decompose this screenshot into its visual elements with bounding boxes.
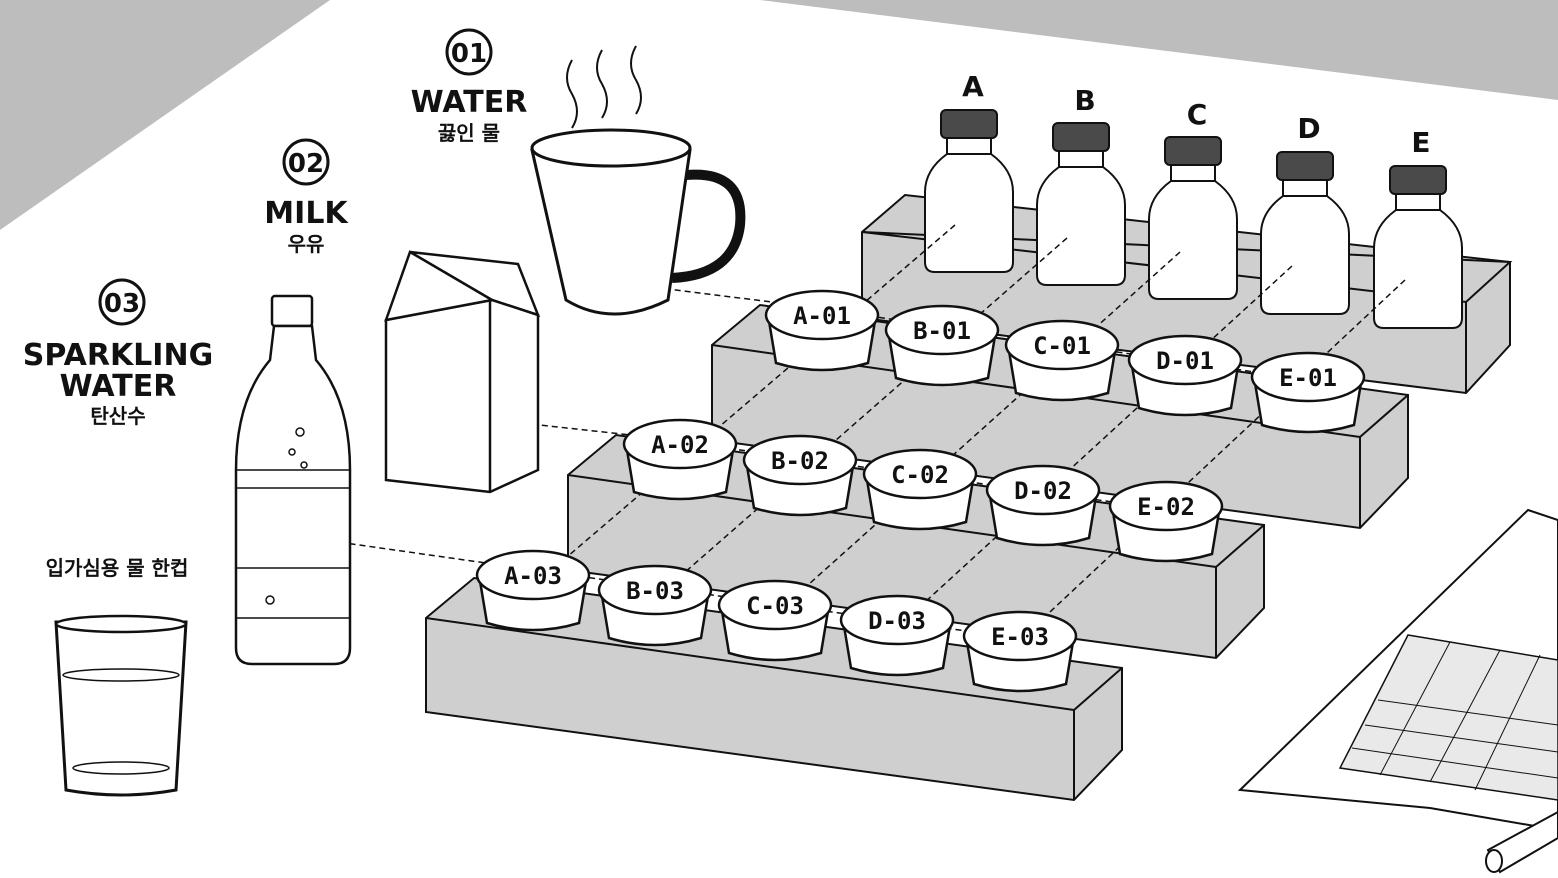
cup-c-03: C-03 [717, 579, 833, 662]
cup-d-02: D-02 [985, 464, 1101, 547]
cup-label: D-01 [1156, 347, 1214, 375]
cup-a-02: A-02 [622, 418, 738, 501]
cup-b-01: B-01 [884, 304, 1000, 387]
bottle-b [1036, 122, 1126, 286]
cup-label: E-02 [1137, 493, 1195, 521]
cup-c-01: C-01 [1004, 319, 1120, 402]
liquid-label-milk: 02 MILK 우유 [264, 138, 349, 256]
hot-water-mug-icon [530, 45, 746, 316]
bottle-a [924, 109, 1014, 273]
cup-label: D-03 [868, 607, 926, 635]
cups-row-2: A-02 B-02 C-02 D-02 E-02 [622, 418, 1224, 563]
bottle-label-d: D [1297, 112, 1320, 145]
cup-label: B-01 [913, 317, 971, 345]
cup-label: B-03 [626, 577, 684, 605]
sparkling-name-ko: 탄산수 [90, 404, 145, 428]
cup-e-03: E-03 [962, 610, 1078, 693]
milk-name-en: MILK [264, 196, 349, 231]
cup-d-03: D-03 [839, 594, 955, 677]
cup-e-01: E-01 [1250, 351, 1366, 434]
milk-name-ko: 우유 [288, 232, 325, 256]
bottle-label-a: A [962, 70, 984, 103]
sparkling-water-bottle-icon [234, 294, 352, 666]
bottle-label-b: B [1074, 84, 1095, 117]
sparkling-number: 03 [104, 289, 140, 319]
cup-b-02: B-02 [742, 434, 858, 517]
cup-e-02: E-02 [1108, 480, 1224, 563]
cup-label: A-01 [793, 302, 851, 330]
liquid-label-water: 01 WATER 끓인 물 [411, 28, 528, 145]
cup-a-03: A-03 [475, 549, 591, 632]
wall-background [760, 0, 1558, 100]
milk-number: 02 [288, 149, 324, 179]
cup-label: C-01 [1033, 332, 1091, 360]
water-number: 01 [451, 39, 487, 69]
cup-label: E-01 [1279, 364, 1337, 392]
water-name-en: WATER [411, 85, 528, 120]
rinse-water-label: 입가심용 물 한컵 [46, 556, 189, 580]
cup-d-01: D-01 [1127, 334, 1243, 417]
bottle-e [1373, 165, 1463, 329]
bottle-label-e: E [1411, 126, 1430, 159]
score-sheet-icon [1237, 508, 1558, 832]
bottle-c [1148, 136, 1238, 300]
cup-b-03: B-03 [597, 564, 713, 647]
pen-icon [1485, 810, 1558, 874]
cups-row-1: A-01 B-01 C-01 D-01 E-01 [764, 289, 1366, 434]
bottle-d [1260, 151, 1350, 315]
cup-label: E-03 [991, 623, 1049, 651]
water-name-ko: 끓인 물 [438, 121, 500, 145]
cup-c-02: C-02 [862, 448, 978, 531]
cup-label: C-02 [891, 461, 949, 489]
sparkling-name-en-line1: SPARKLING [23, 338, 213, 373]
cup-label: C-03 [746, 592, 804, 620]
cup-label: B-02 [771, 447, 829, 475]
number-badge [445, 28, 493, 76]
cup-tray-3 [425, 576, 1123, 802]
table-background [0, 0, 330, 230]
liquid-label-sparkling-water: 03 SPARKLING WATER 탄산수 [23, 278, 213, 428]
milk-carton-icon [384, 250, 541, 494]
number-badge [282, 138, 330, 186]
bottle-connector-lines [539, 224, 1406, 641]
cups-row-3: A-03 B-03 C-03 D-03 E-03 [475, 549, 1078, 693]
bottle-label-c: C [1187, 98, 1208, 131]
cup-a-01: A-01 [764, 289, 880, 372]
cup-label: D-02 [1014, 477, 1072, 505]
number-badge [98, 278, 146, 326]
cup-label: A-02 [651, 431, 709, 459]
sparkling-name-en-line2: WATER [60, 369, 177, 404]
cup-label: A-03 [504, 562, 562, 590]
rinse-water-glass-icon [54, 614, 188, 797]
